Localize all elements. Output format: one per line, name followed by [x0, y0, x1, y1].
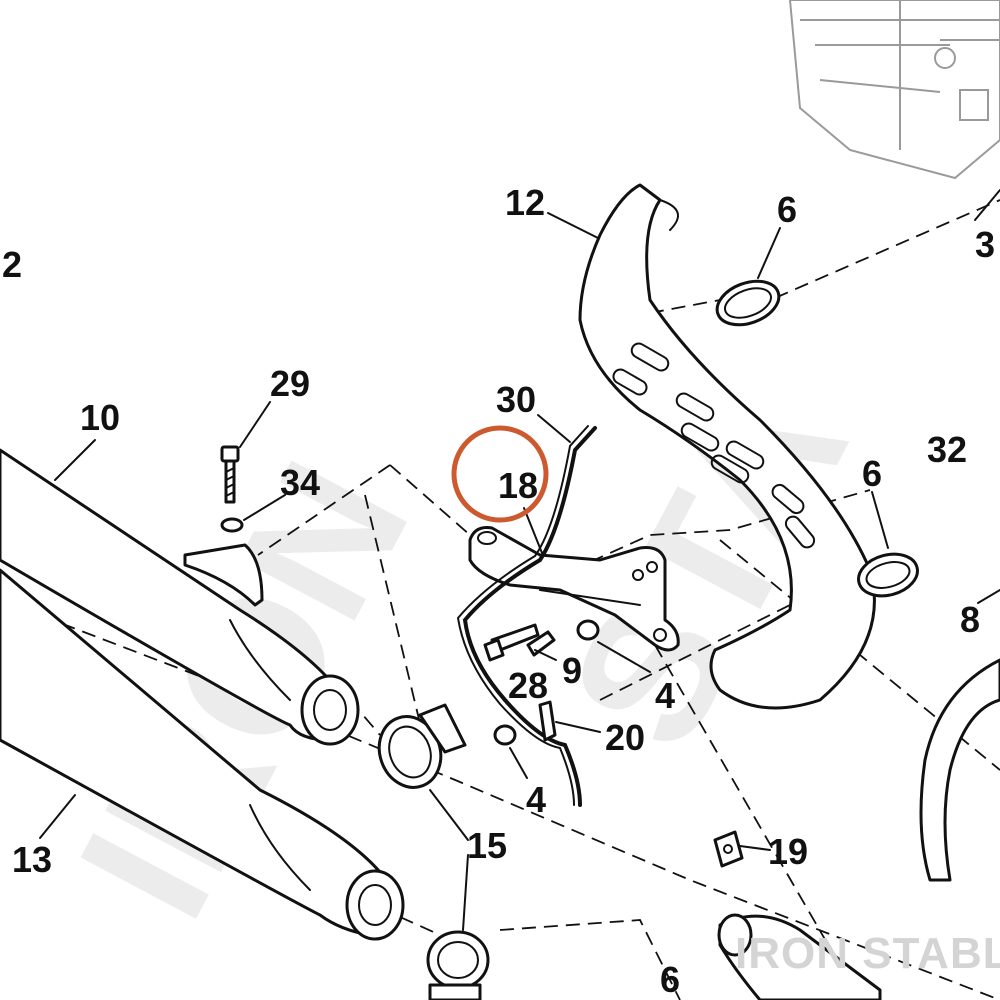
- callout-32: 32: [927, 429, 967, 470]
- callout-6-bottom: 6: [660, 959, 680, 1000]
- callout-28: 28: [508, 665, 548, 706]
- callout-4-lower: 4: [526, 779, 546, 820]
- callout-29: 29: [270, 363, 310, 404]
- muffler-upper: [0, 448, 360, 746]
- muffler-bracket: [183, 543, 264, 607]
- callout-8: 8: [960, 599, 980, 640]
- callout-6-right: 6: [862, 453, 882, 494]
- callout-12: 12: [505, 182, 545, 223]
- callout-34: 34: [280, 462, 320, 503]
- hose-clamp-upper: [715, 279, 781, 327]
- nut-4-upper: [576, 619, 600, 641]
- washer-34: [220, 517, 244, 533]
- muffler-lower: [0, 568, 405, 941]
- header-pipe-lower: [717, 913, 882, 1000]
- nut-4-lower: [493, 724, 517, 746]
- brand-watermark: IRON STABLE: [735, 929, 1000, 978]
- callout-19: 19: [768, 831, 808, 872]
- cable-clip-20: [538, 700, 557, 742]
- cable-30: [462, 426, 597, 807]
- battery-box-outline: [788, 0, 1000, 180]
- mount-bracket-18: [468, 526, 680, 652]
- callout-2: 2: [2, 244, 22, 285]
- callout-6-upper: 6: [777, 189, 797, 230]
- callout-3: 3: [975, 224, 995, 265]
- heat-shield: [578, 183, 876, 710]
- cable-30-inner: [456, 425, 589, 806]
- bolt-28: [483, 623, 540, 662]
- clamp-15-lower: [426, 930, 490, 1000]
- header-pipe-right: [919, 658, 1000, 882]
- callout-15: 15: [467, 825, 507, 866]
- callout-13: 13: [12, 839, 52, 880]
- callout-9: 9: [562, 650, 582, 691]
- clamp-15-upper: [377, 703, 467, 789]
- callout-4-upper: 4: [655, 675, 675, 716]
- callout-18: 18: [498, 465, 538, 506]
- highlight-circle: [451, 425, 549, 523]
- bolt-29: [220, 445, 240, 504]
- hose-clamp-right: [857, 552, 919, 598]
- leader-lines: [39, 189, 1000, 931]
- callout-10: 10: [80, 397, 120, 438]
- clip-19: [713, 830, 744, 868]
- callout-labels: 2 3 4 4 6 6 6 8 9 10 12 13 15 18 19 20 2…: [2, 182, 995, 1000]
- callout-20: 20: [605, 717, 645, 758]
- callout-30: 30: [496, 379, 536, 420]
